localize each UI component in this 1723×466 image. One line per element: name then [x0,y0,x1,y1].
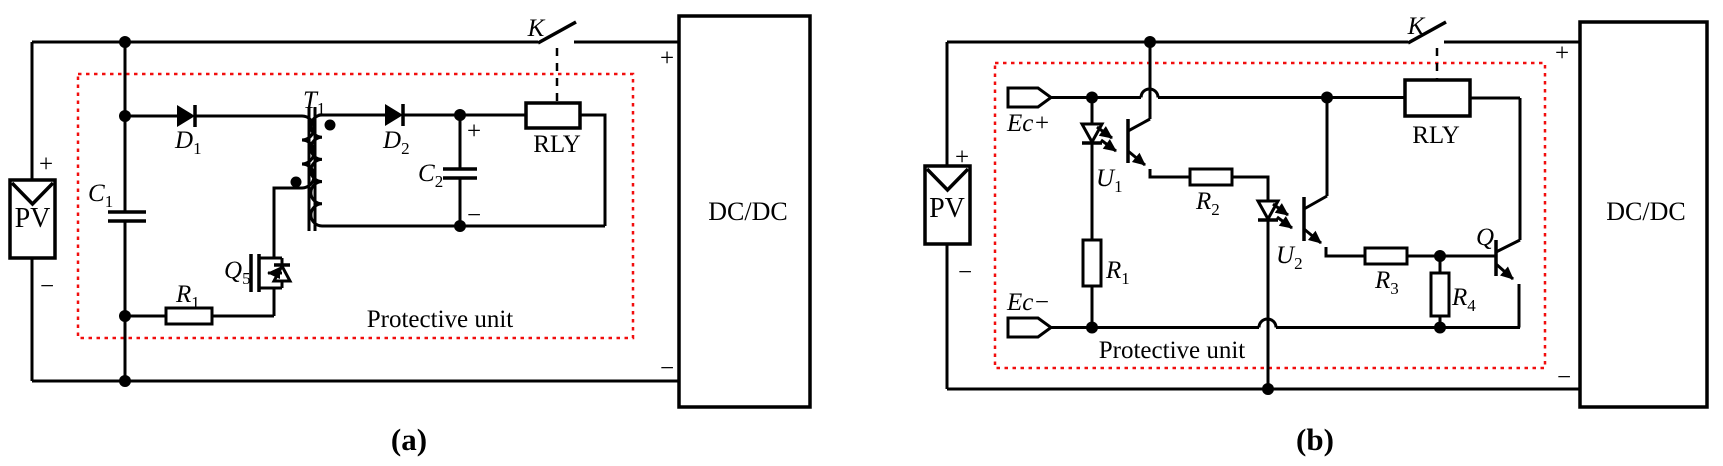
junction-dot [119,110,131,122]
protective-unit-boundary-b [993,61,1547,370]
pv-chevron-icon-a [10,181,55,207]
r2-to-u2-wire [1232,175,1270,201]
protective-unit-boundary-a [76,72,635,340]
junction-dot [119,310,131,322]
pv-label-b: PV [929,193,965,224]
u1-emitter-wire [1148,169,1190,179]
u1-light-arrow-icon [1096,125,1113,140]
pv-label-a: PV [15,203,51,234]
ec-plus-wire [1051,87,1405,99]
diode-d2 [385,104,403,126]
q-collector-wire [1470,96,1522,254]
junction-dot [454,109,466,121]
c1-label: C1 [88,180,113,211]
c2-plus-label: + [467,118,481,145]
relay-label-a: RLY [533,131,581,158]
dcdc-box-a [677,14,812,409]
pv-plus-label-a: + [39,151,53,178]
dcdc-plus-label-a: + [660,45,674,72]
relay-coil-b [1403,78,1472,118]
switch-blade-b [1407,20,1447,45]
ec-plus-terminal-flag [1006,86,1054,109]
q-emitter-arrow [1495,262,1514,281]
t1-secondary-polarity-dot [324,119,336,131]
t1-primary-polarity-dot [290,176,302,188]
relay-label-b: RLY [1412,122,1460,149]
r3-label: R3 [1374,267,1399,298]
u2-light-arrow-icon [1272,202,1289,217]
junction-dot [119,375,131,387]
junction-dot [1086,321,1098,334]
resistor-r2 [1188,167,1234,187]
r4-label: R4 [1451,284,1476,315]
junction-dot [1144,36,1156,48]
circuit-a: + PV − K RLY C1 D1 T1 D2 C2 + − Q5 R1 Pr… [8,14,812,457]
pv-minus-label-a: − [40,273,54,300]
d1-label: D1 [174,127,202,158]
junction-dot [1262,383,1274,395]
dcdc-minus-label-b: − [1557,364,1571,391]
d2-label: D2 [382,127,410,158]
q-label: Q [1476,224,1494,251]
dcdc-label-a: DC/DC [708,197,787,226]
junction-dot [1434,321,1446,334]
u2-collector-wire [1303,97,1329,211]
protective-unit-label-b: Protective unit [1099,337,1246,364]
switch-k-label-a: K [527,15,546,42]
caption-b: (b) [1296,422,1334,457]
capacitor-c1 [108,210,146,223]
u1-light-arrow-icon [1100,138,1117,153]
u1-collector-wire [1127,42,1152,133]
ec-minus-terminal-flag [1006,316,1054,339]
q5-label: Q5 [224,257,251,288]
r2-label: R2 [1195,188,1220,219]
dcdc-plus-label-b: + [1555,40,1569,67]
diode-d1 [177,105,195,127]
junction-dot [119,36,131,48]
ec-minus-label: Ec− [1006,289,1050,316]
circuit-b: + PV − K RLY Ec+ Ec− U1 R1 R2 U2 R3 R4 Q… [923,13,1709,457]
pv-minus-label-b: − [958,259,972,286]
junction-dot [1321,91,1333,104]
c2-label: C2 [418,160,443,191]
switch-k-label-b: K [1407,13,1426,40]
resistor-r4 [1429,271,1451,318]
t1-primary-return-wire [272,186,302,258]
pv-chevron-icon-b [925,167,970,193]
junction-dot [1434,250,1446,262]
u2-emitter-arrow [1303,227,1322,245]
t1-secondary-winding [309,113,323,228]
junction-dot [1086,91,1098,104]
relay-return-wire-a [580,113,607,226]
u2-emitter-wire [1324,247,1365,258]
t1-core [307,107,317,231]
r1-label-b: R1 [1105,257,1130,288]
dcdc-minus-label-a: − [660,355,674,382]
u1-emitter-arrow [1127,149,1146,167]
caption-a: (a) [391,422,427,457]
capacitor-c2 [443,167,477,180]
resistor-r1-b [1081,238,1103,288]
ec-minus-wire [1051,317,1520,329]
dcdc-label-b: DC/DC [1606,197,1685,226]
protective-unit-label-a: Protective unit [367,306,514,333]
pv-plus-label-b: + [955,144,969,171]
resistor-r3 [1363,246,1409,266]
q5-drain-source-stubs [259,256,282,290]
t1-label: T1 [303,87,325,118]
junction-dot [454,220,466,232]
c2-minus-label: − [467,202,481,229]
r1-label-a: R1 [175,281,200,312]
relay-coil-a [524,101,582,130]
switch-blade-a [537,20,577,45]
ec-plus-label: Ec+ [1006,110,1050,137]
dcdc-box-b [1578,20,1709,409]
resistor-r1-a [164,306,214,326]
u2-light-arrow-icon [1276,215,1293,230]
u2-label: U2 [1276,242,1303,273]
u1-label: U1 [1096,165,1123,196]
